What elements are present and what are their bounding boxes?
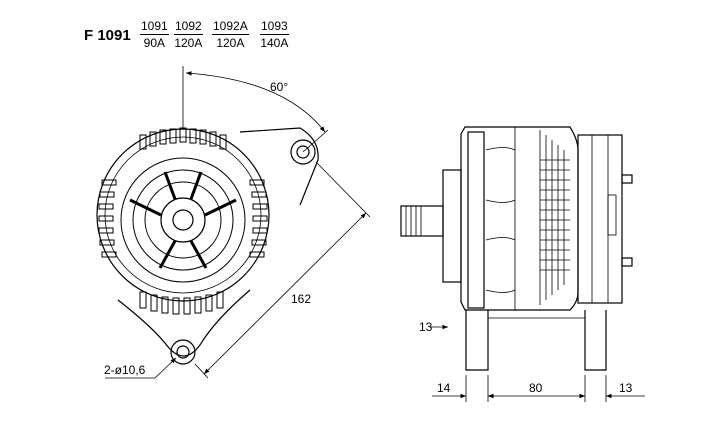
model-amperage: 120A: [174, 36, 203, 50]
rotor-hub: [160, 197, 206, 243]
rotor-spokes: [129, 171, 237, 269]
left-foot-label: 14: [437, 381, 451, 395]
terminal-d-plus: [621, 257, 633, 267]
model-code: 1093: [260, 19, 289, 35]
model-code: 1092: [174, 19, 203, 35]
shaft: [400, 205, 444, 237]
rear-cover: [577, 134, 623, 304]
model-amperage: 140A: [260, 36, 289, 50]
mount-foot-right: [584, 310, 607, 371]
model-code: 1091: [140, 19, 169, 35]
foot-spacing-label: 80: [529, 381, 543, 395]
pulley-plate: [442, 169, 462, 283]
model-spec-1092: 1092 120A: [174, 19, 203, 51]
cooling-fins: [98, 127, 268, 315]
angle-dimension: [182, 66, 329, 153]
angle-label: 60°: [270, 80, 288, 94]
mount-foot-left: [465, 310, 489, 371]
side-dimensions: [430, 324, 645, 402]
mount-hole-lower: [170, 339, 196, 365]
terminal-b-plus: [621, 174, 633, 184]
drawing-title: F 1091: [84, 27, 131, 44]
model-spec-1091: 1091 90A: [140, 19, 169, 51]
housing-outline: [96, 128, 270, 302]
pulley-offset-label: 13: [419, 320, 433, 334]
model-spec-1093: 1093 140A: [260, 19, 289, 51]
hole-spec-label: 2-ø10,6: [104, 363, 146, 377]
span-label: 162: [291, 292, 311, 306]
side-view: [400, 126, 633, 371]
span-dimension: [194, 161, 371, 379]
side-fins: [514, 127, 565, 310]
front-view: [96, 127, 319, 365]
model-code: 1092A: [212, 19, 249, 35]
right-foot-label: 13: [619, 381, 633, 395]
model-amperage: 90A: [143, 36, 166, 50]
model-amperage: 120A: [216, 36, 245, 50]
mount-hole-upper: [290, 139, 316, 165]
hole-leader: [105, 357, 177, 379]
fan-housing: [460, 126, 579, 311]
model-spec-1092a: 1092A 120A: [212, 19, 249, 51]
